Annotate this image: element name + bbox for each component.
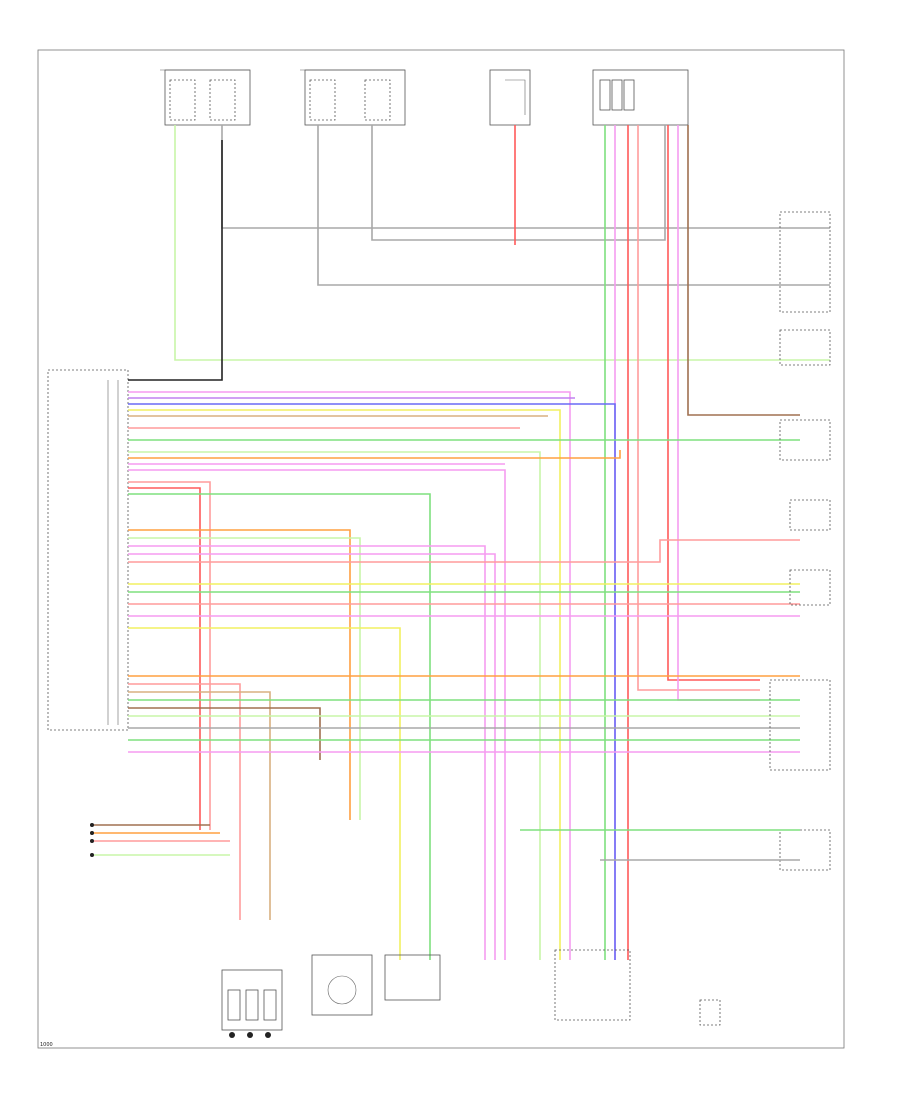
page-id: 1000 <box>40 1042 53 1048</box>
hot-in-run-fuse-group <box>300 69 406 126</box>
right-switches <box>520 211 831 871</box>
ecm-harness-wires <box>128 391 800 960</box>
engine-control-module <box>47 369 129 731</box>
junction-block-relay <box>592 69 689 126</box>
fuse-relay-block <box>489 69 531 126</box>
bottom-components <box>221 949 721 1038</box>
top-feed-wires <box>128 125 830 960</box>
bottom-left-connector <box>90 823 230 857</box>
hot-at-all-times-fuse-group <box>160 69 251 126</box>
diagram-border <box>37 49 845 1049</box>
